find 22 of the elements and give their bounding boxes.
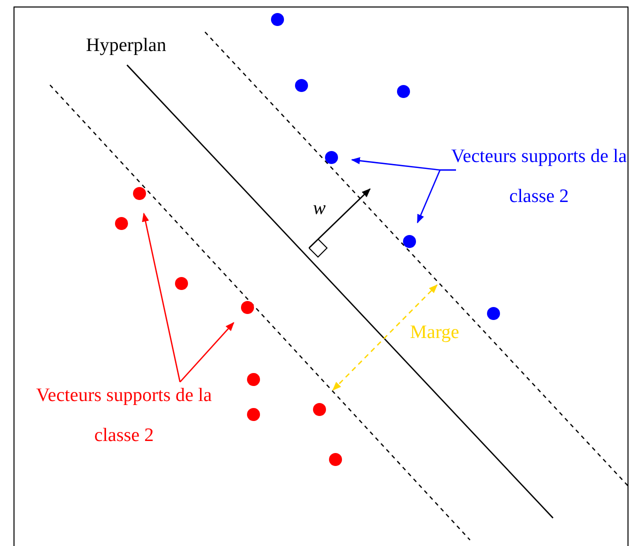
data-point xyxy=(324,150,338,164)
data-point xyxy=(132,186,146,200)
vector-label: w xyxy=(313,198,326,220)
data-point xyxy=(312,402,326,416)
arrow xyxy=(180,322,234,382)
dimension-label: Marge xyxy=(410,322,460,344)
data-point xyxy=(294,78,308,92)
data-point xyxy=(328,452,342,466)
annotation-text: Vecteurs supports de la classe 2 xyxy=(450,137,628,217)
data-point xyxy=(486,306,500,320)
data-point xyxy=(402,234,416,248)
arrow xyxy=(416,169,456,224)
line-label: Hyperplan xyxy=(86,35,166,57)
data-point xyxy=(396,84,410,98)
data-point xyxy=(114,216,128,230)
data-point xyxy=(240,300,254,314)
arrow xyxy=(142,212,181,382)
data-point xyxy=(246,372,260,386)
data-point xyxy=(270,12,284,26)
data-point xyxy=(174,276,188,290)
annotation-text: Vecteurs supports de la classe 2 xyxy=(34,376,214,456)
data-point xyxy=(246,408,260,420)
